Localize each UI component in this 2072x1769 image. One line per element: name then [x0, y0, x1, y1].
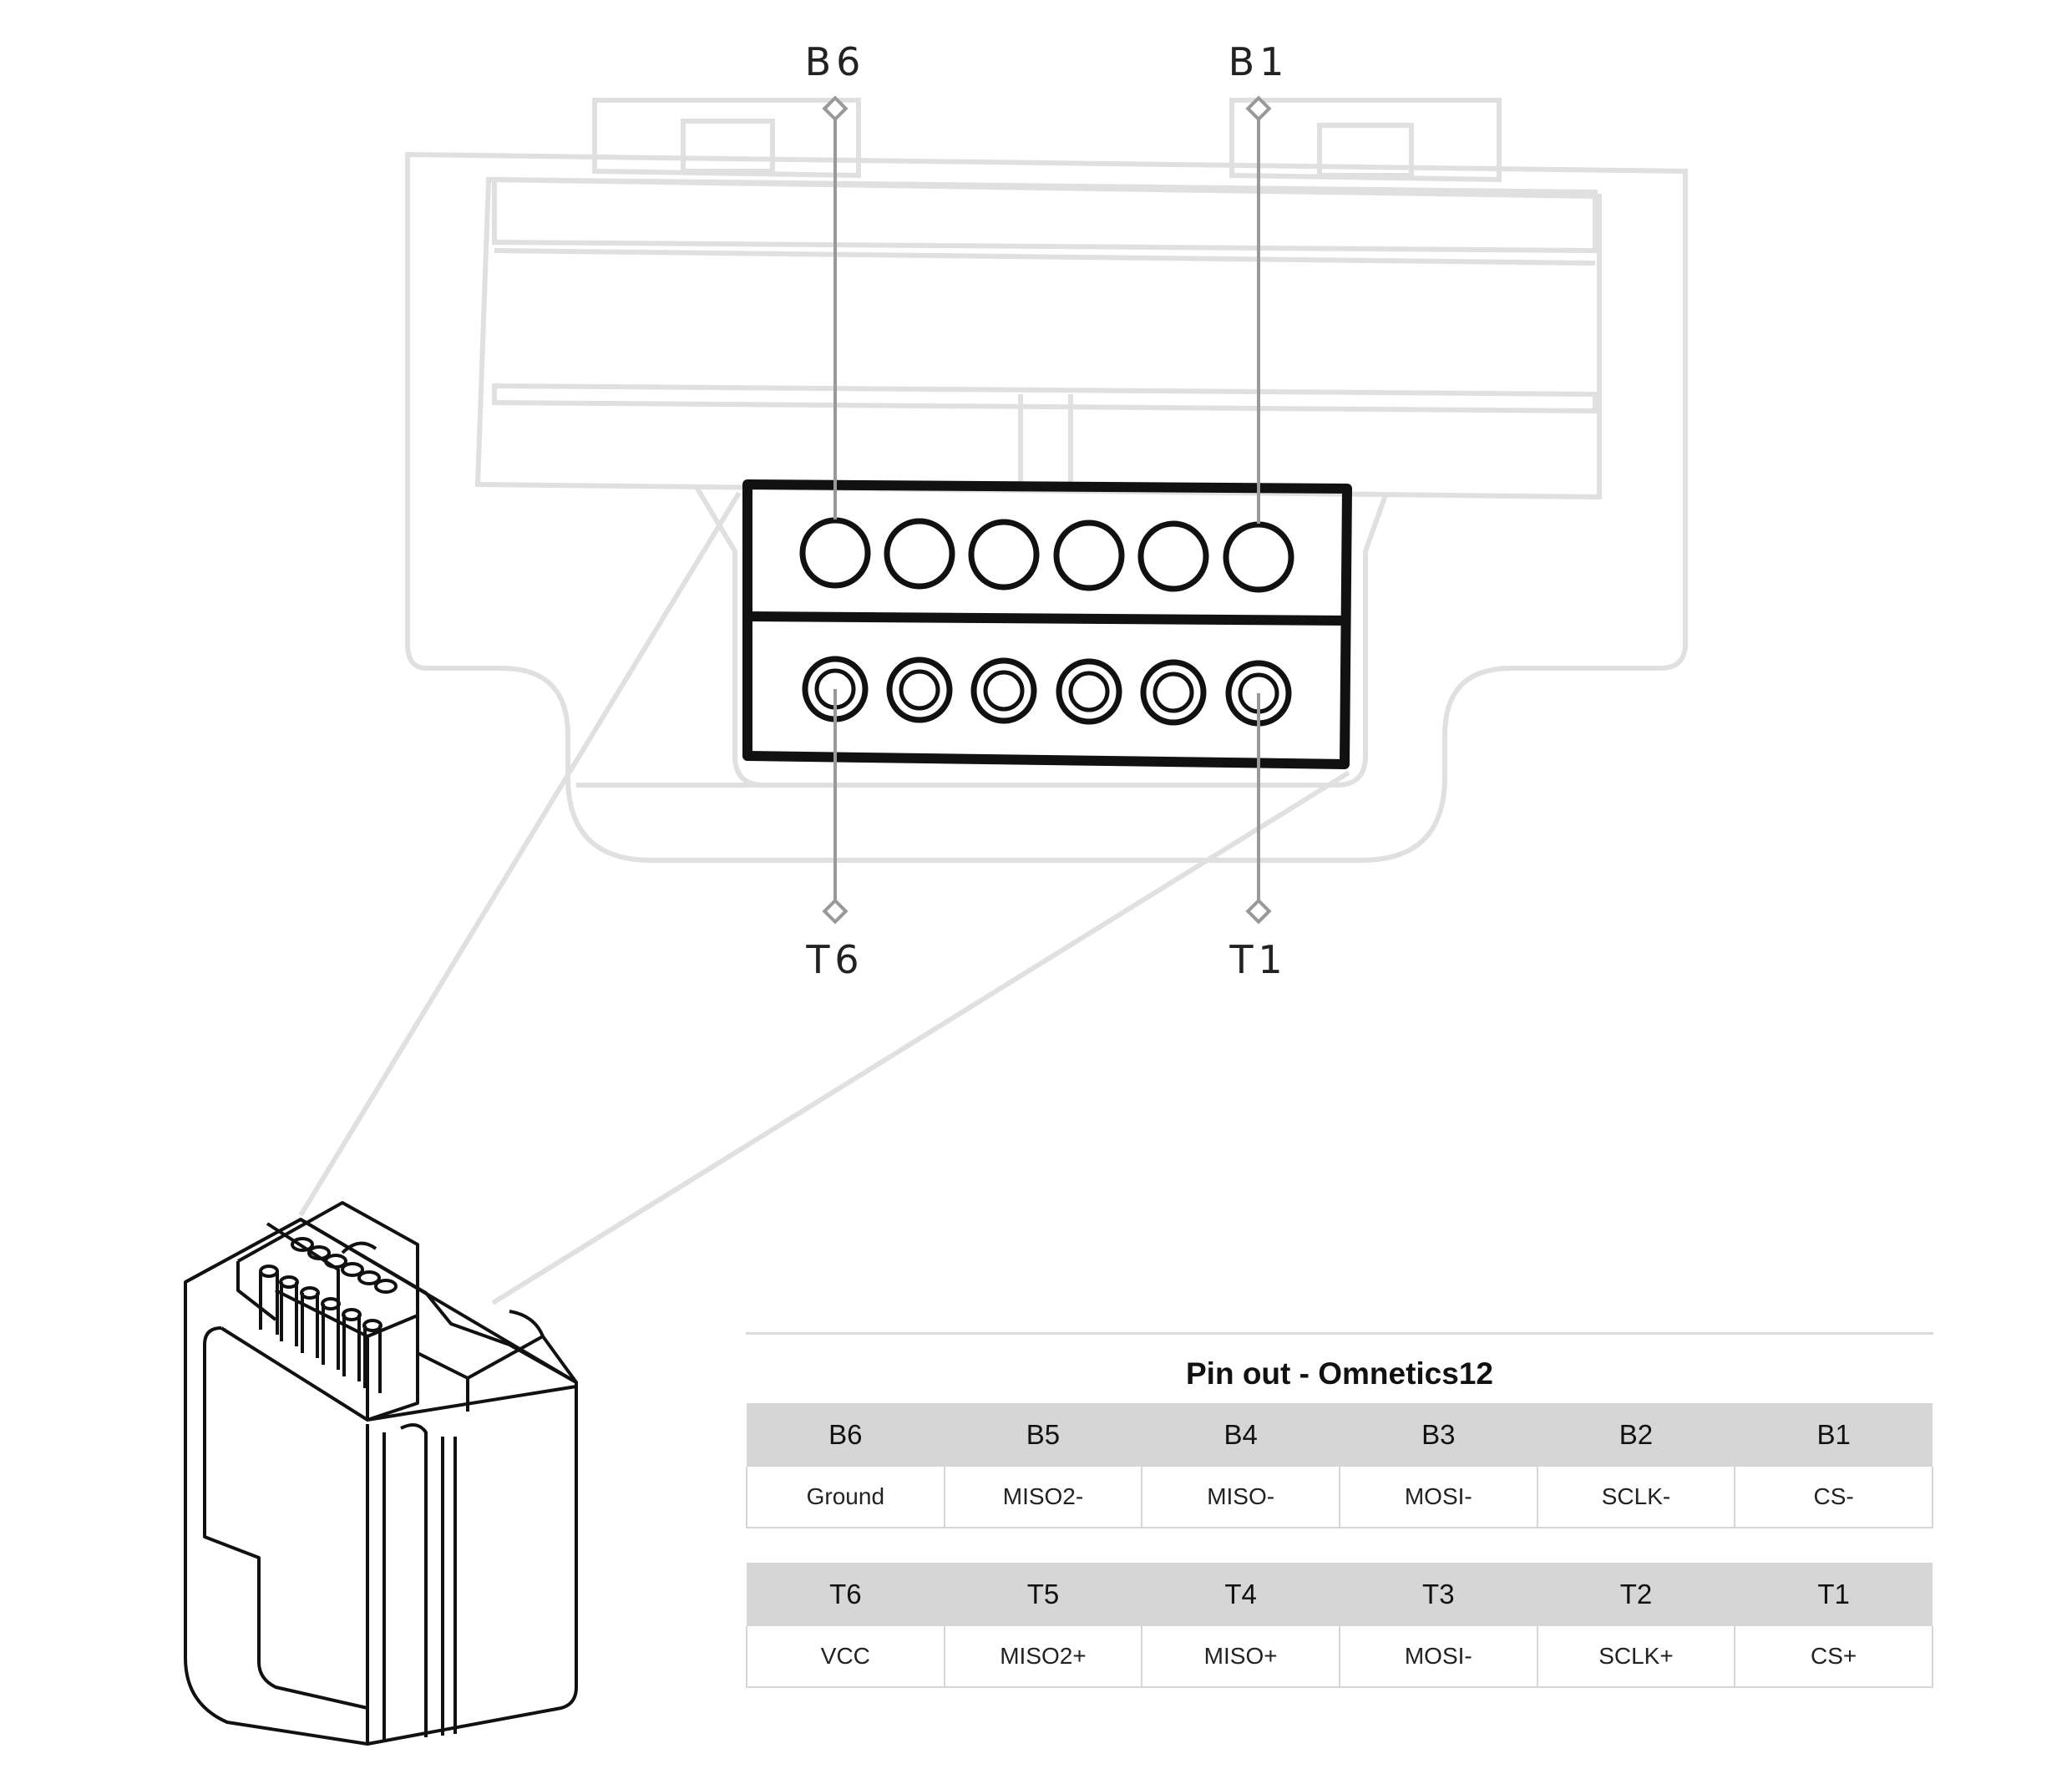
- pin-header-b6: B6: [747, 1403, 945, 1467]
- pins: [259, 1265, 382, 1393]
- pin-signal-t3: MOSI-: [1338, 1626, 1538, 1688]
- pin-signal-b4: MISO-: [1141, 1467, 1340, 1528]
- pin-header-b4: B4: [1142, 1403, 1340, 1467]
- marker-t1: [1245, 898, 1272, 925]
- pin-signal-t5: MISO2+: [943, 1626, 1143, 1688]
- t-row-pins: [802, 656, 1292, 727]
- marker-t6: [822, 898, 849, 925]
- t-row-signals: VCC MISO2+ MISO+ MOSI- SCLK+ CS+: [746, 1626, 1933, 1688]
- pin-header-b1: B1: [1735, 1403, 1933, 1467]
- b-row-header: B6 B5 B4 B3 B2 B1: [747, 1403, 1933, 1467]
- b-row-signals: Ground MISO2- MISO- MOSI- SCLK- CS-: [746, 1467, 1933, 1528]
- top-holes: [291, 1237, 398, 1294]
- b-row-table: B6 B5 B4 B3 B2 B1 Ground MISO2- MISO- MO…: [746, 1403, 1933, 1528]
- callout-b6: B6: [805, 39, 866, 84]
- pin-signal-b5: MISO2-: [943, 1467, 1143, 1528]
- pin-header-t5: T5: [944, 1563, 1142, 1626]
- t-row-table: T6 T5 T4 T3 T2 T1 VCC MISO2+ MISO+ MOSI-…: [746, 1563, 1933, 1688]
- pinout-title: Pin out - Omnetics12: [1185, 1356, 1493, 1391]
- pin-header-t2: T2: [1537, 1563, 1735, 1626]
- pin-signal-b2: SCLK-: [1536, 1467, 1736, 1528]
- pin-signal-t2: SCLK+: [1536, 1626, 1736, 1688]
- callout-t1: T1: [1229, 937, 1287, 982]
- pin-header-t3: T3: [1339, 1563, 1538, 1626]
- pin-header-t4: T4: [1142, 1563, 1340, 1626]
- b-row-sockets: [799, 517, 1294, 593]
- pin-header-b5: B5: [944, 1403, 1142, 1467]
- connector-3d-view: [184, 1201, 578, 1746]
- pin-header-b2: B2: [1537, 1403, 1735, 1467]
- pin-signal-t4: MISO+: [1141, 1626, 1340, 1688]
- callout-b1: B1: [1229, 39, 1289, 84]
- pin-header-b3: B3: [1339, 1403, 1538, 1467]
- pin-signal-b6: Ground: [746, 1467, 945, 1528]
- pin-header-t6: T6: [747, 1563, 945, 1626]
- connector-face: [742, 479, 1352, 769]
- pin-signal-t6: VCC: [746, 1626, 945, 1688]
- pin-signal-b1: CS-: [1734, 1467, 1933, 1528]
- housing-outline: [298, 98, 1688, 1305]
- callout-t6: T6: [805, 937, 864, 982]
- pin-signal-t1: CS+: [1734, 1626, 1933, 1688]
- marker-b6: [822, 95, 849, 122]
- t-row-header: T6 T5 T4 T3 T2 T1: [747, 1563, 1933, 1626]
- pin-signal-b3: MOSI-: [1338, 1467, 1538, 1528]
- marker-b1: [1245, 95, 1272, 122]
- table-gap: [746, 1528, 1933, 1563]
- pinout-panel: Pin out - Omnetics12 B6 B5 B4 B3 B2 B1 G…: [746, 1332, 1933, 1688]
- leader-lines: [822, 95, 1272, 925]
- pin-header-t1: T1: [1735, 1563, 1933, 1626]
